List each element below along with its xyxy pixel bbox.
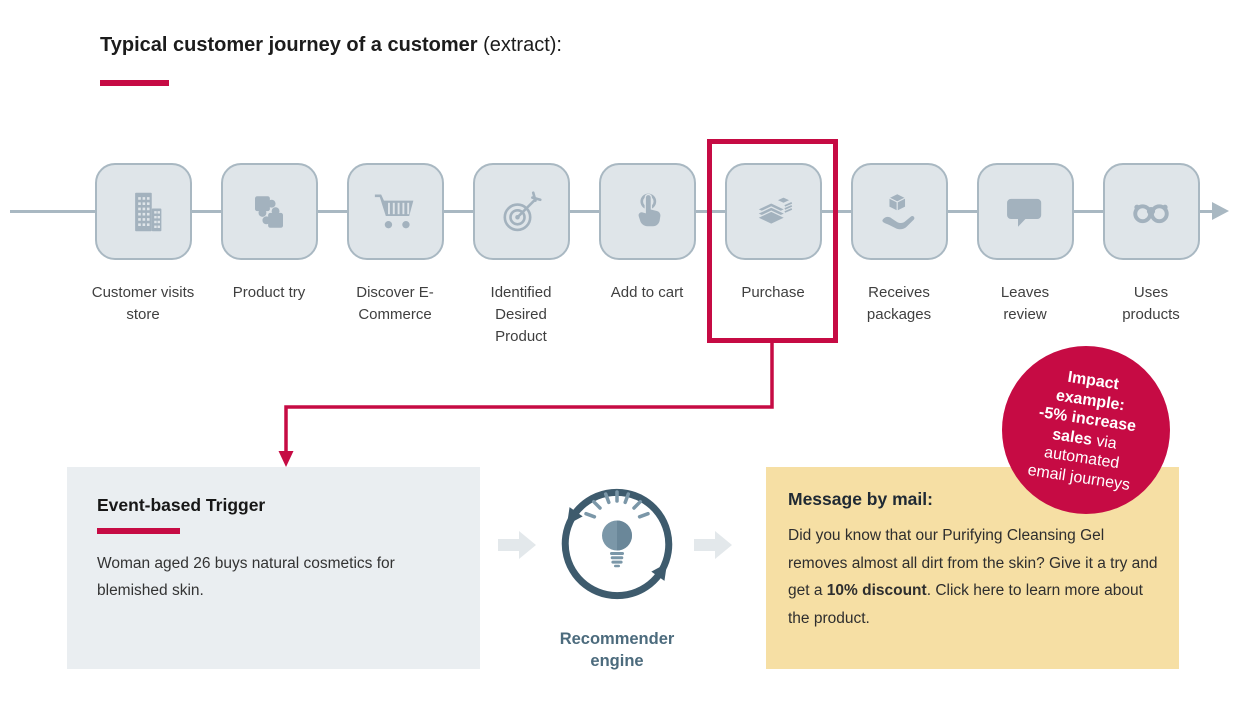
building-icon	[135, 192, 162, 231]
journey-step: Add to cart	[577, 163, 717, 304]
impact-example-badge: Impact example: -5% increase sales via a…	[1002, 346, 1170, 514]
mail-body-discount: 10% discount	[826, 582, 927, 600]
timeline-arrow-icon	[1212, 202, 1229, 220]
binoculars-icon	[1133, 203, 1169, 223]
target-icon	[503, 190, 542, 231]
target-node	[472, 163, 570, 260]
flow-arrow-icon	[694, 531, 732, 559]
title-accent-bar	[100, 80, 169, 86]
hand-package-node	[850, 163, 948, 260]
tap-icon	[637, 193, 662, 228]
journey-step: Product try	[199, 163, 339, 304]
flow-arrow-icon	[498, 531, 536, 559]
mail-body-post: . Click here to learn more about the pro…	[788, 582, 1143, 627]
page-title-bold: Typical customer journey of a customer	[100, 34, 478, 56]
puzzle-node	[220, 163, 318, 260]
journey-step: Identified Desired Product	[451, 163, 591, 348]
building-node	[94, 163, 192, 260]
cart-icon	[374, 194, 414, 228]
lightbulb-rays-icon	[584, 490, 650, 519]
journey-step-label: Identified Desired Product	[490, 284, 552, 346]
event-trigger-body: Woman aged 26 buys natural cosmetics for…	[97, 555, 395, 600]
purchase-highlight-frame	[707, 139, 838, 343]
journey-step: Discover E- Commerce	[325, 163, 465, 326]
lightbulb-icon	[602, 520, 632, 568]
journey-step-label: Receives packages	[866, 284, 932, 324]
mail-body-pre: Did you know that our Purifying Cleansin…	[788, 527, 1158, 600]
purchase-trigger-connector	[278, 343, 774, 467]
hand-package-icon	[882, 192, 915, 229]
event-trigger-title: Event-based Trigger	[97, 495, 266, 515]
recommender-engine-icon	[561, 488, 673, 600]
recommender-engine-label: Recommender engine	[559, 630, 675, 671]
page-title: Typical customer journey of a customer (…	[100, 34, 562, 57]
event-trigger-box: Event-based Trigger Woman aged 26 buys n…	[67, 467, 480, 669]
journey-step-label: Discover E- Commerce	[356, 284, 434, 324]
mail-message-body: Did you know that our Purifying Cleansin…	[788, 522, 1160, 632]
cart-node	[346, 163, 444, 260]
puzzle-icon	[255, 195, 283, 228]
journey-step-label: Add to cart	[610, 284, 684, 301]
impact-example-text: Impact example: -5% increase sales via a…	[1003, 361, 1169, 499]
mail-message-title: Message by mail:	[788, 489, 933, 509]
journey-step-label: Leaves review	[1000, 284, 1050, 324]
journey-step: Uses products	[1081, 163, 1221, 326]
connector-arrow-icon	[278, 451, 294, 467]
journey-step: Purchase	[703, 163, 843, 304]
money-stack-icon	[755, 195, 793, 225]
speech-bubble-node	[976, 163, 1074, 260]
journey-step-label: Uses products	[1122, 284, 1180, 324]
event-trigger-accent-bar	[97, 528, 180, 534]
journey-step: Leaves review	[955, 163, 1095, 326]
speech-bubble-icon	[1007, 198, 1042, 227]
journey-step-label: Purchase	[741, 284, 805, 301]
binoculars-node	[1102, 163, 1200, 260]
journey-step: Customer visits store	[73, 163, 213, 326]
tap-node	[598, 163, 696, 260]
journey-step: Receives packages	[829, 163, 969, 326]
page-title-regular: (extract):	[477, 34, 562, 56]
money-stack-node	[724, 163, 822, 260]
journey-step-label: Customer visits store	[91, 284, 195, 324]
impact-example-bold: Impact example: -5% increase sales	[1037, 369, 1138, 449]
journey-step-label: Product try	[232, 284, 306, 301]
